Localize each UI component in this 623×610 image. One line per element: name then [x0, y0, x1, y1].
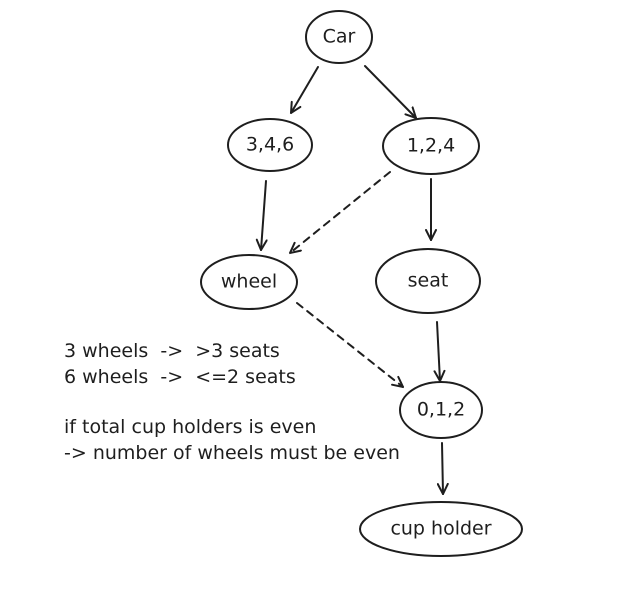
edge-car-to-346: [291, 66, 319, 113]
note-line-3: if total cup holders is even: [64, 416, 316, 438]
note-line-2: 6 wheels -> <=2 seats: [64, 366, 296, 388]
edge-car-to-124: [364, 65, 416, 118]
note-line-1: 3 wheels -> >3 seats: [64, 340, 280, 362]
note-line-4: -> number of wheels must be even: [64, 442, 400, 464]
node-wheel-label: wheel: [221, 271, 277, 293]
node-wheel: wheel: [200, 254, 298, 310]
edge-wheel-to-012-dashed: [296, 302, 403, 387]
node-cup-holder-label: cup holder: [390, 518, 491, 540]
node-seat: seat: [375, 248, 481, 314]
node-car: Car: [305, 10, 373, 64]
node-012-label: 0,1,2: [417, 399, 465, 421]
edge-346-to-wheel: [261, 180, 266, 250]
notes: 3 wheels -> >3 seats 6 wheels -> <=2 sea…: [64, 340, 400, 464]
node-124: 1,2,4: [382, 117, 480, 175]
node-012: 0,1,2: [399, 381, 483, 439]
node-346-label: 3,4,6: [246, 134, 294, 156]
edge-124-to-wheel-dashed: [290, 171, 391, 253]
edge-012-to-cup-holder: [442, 442, 443, 494]
node-cup-holder: cup holder: [359, 501, 523, 557]
node-car-label: Car: [323, 26, 356, 48]
node-346: 3,4,6: [227, 118, 313, 172]
node-seat-label: seat: [408, 270, 449, 292]
edges: [261, 65, 443, 494]
edge-seat-to-012: [437, 321, 440, 381]
node-124-label: 1,2,4: [407, 135, 455, 157]
